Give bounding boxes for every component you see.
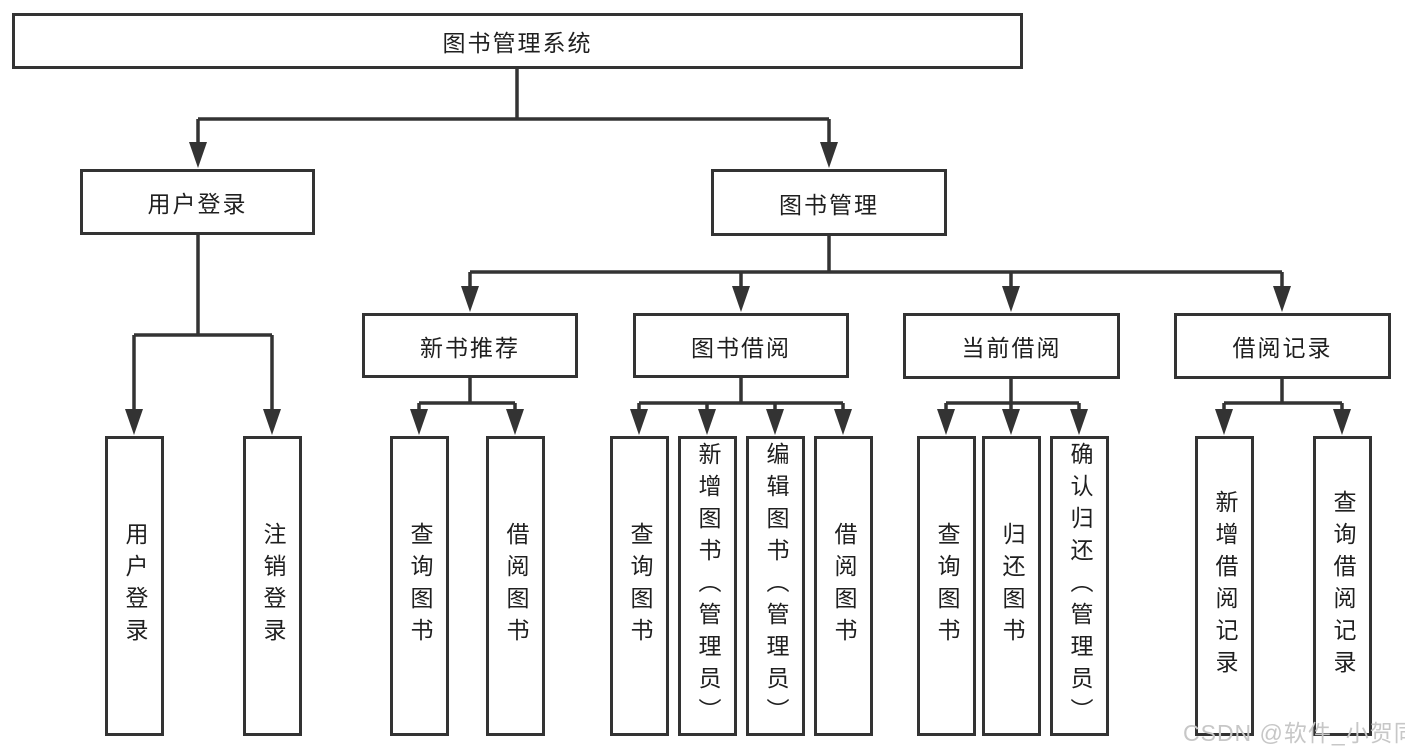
node-current-borrowing-label: 当前借阅 bbox=[961, 335, 1062, 361]
leaf-current-confirm-return-admin: 确认归还（管理员） bbox=[1050, 436, 1109, 736]
leaf-logout-label: 注销登录 bbox=[260, 522, 286, 650]
leaf-borrowing-edit-books-admin-label: 编辑图书（管理员） bbox=[763, 442, 789, 730]
leaf-logout: 注销登录 bbox=[243, 436, 302, 736]
node-library-system: 图书管理系统 bbox=[12, 13, 1023, 69]
leaf-records-query-borrow-record: 查询借阅记录 bbox=[1313, 436, 1372, 736]
csdn-watermark: CSDN @软件_小贺同学 bbox=[1183, 720, 1405, 746]
leaf-current-return-books: 归还图书 bbox=[982, 436, 1041, 736]
leaf-recommend-borrow-books-label: 借阅图书 bbox=[503, 522, 529, 650]
leaf-borrowing-add-books-admin-label: 新增图书（管理员） bbox=[695, 442, 721, 730]
node-new-book-recommendation: 新书推荐 bbox=[362, 313, 578, 378]
node-book-borrowing-label: 图书借阅 bbox=[691, 334, 791, 361]
leaf-records-add-borrow-record: 新增借阅记录 bbox=[1195, 436, 1254, 736]
leaf-borrowing-query-books-label: 查询图书 bbox=[627, 522, 653, 650]
leaf-current-query-books-label: 查询图书 bbox=[934, 522, 960, 650]
node-borrowing-records: 借阅记录 bbox=[1174, 313, 1391, 379]
connector-current-borrowing-to-leaves bbox=[944, 377, 1081, 413]
leaf-records-add-borrow-record-label: 新增借阅记录 bbox=[1212, 490, 1238, 682]
node-library-system-label: 图书管理系统 bbox=[442, 30, 593, 56]
leaf-records-query-borrow-record-label: 查询借阅记录 bbox=[1330, 490, 1356, 682]
leaf-borrowing-edit-books-admin: 编辑图书（管理员） bbox=[746, 436, 805, 736]
connector-new-book-recommendation-to-leaves bbox=[417, 377, 517, 413]
leaf-borrowing-query-books: 查询图书 bbox=[610, 436, 669, 736]
node-borrowing-records-label: 借阅记录 bbox=[1232, 335, 1333, 361]
leaf-borrowing-borrow-books: 借阅图书 bbox=[814, 436, 873, 736]
node-book-management: 图书管理 bbox=[711, 169, 947, 236]
leaf-current-confirm-return-admin-label: 确认归还（管理员） bbox=[1067, 442, 1093, 730]
leaf-current-return-books-label: 归还图书 bbox=[999, 522, 1025, 650]
leaf-user-login: 用户登录 bbox=[105, 436, 164, 736]
node-user-login: 用户登录 bbox=[80, 169, 315, 235]
node-new-book-recommendation-label: 新书推荐 bbox=[420, 334, 520, 361]
leaf-current-query-books: 查询图书 bbox=[917, 436, 976, 736]
node-book-management-label: 图书管理 bbox=[779, 191, 879, 218]
leaf-user-login-label: 用户登录 bbox=[122, 522, 148, 650]
node-current-borrowing: 当前借阅 bbox=[903, 313, 1120, 379]
connector-user-login-to-leaves bbox=[132, 234, 274, 413]
leaf-recommend-query-books: 查询图书 bbox=[390, 436, 449, 736]
arrowhead-icons bbox=[125, 142, 1351, 435]
leaf-recommend-query-books-label: 查询图书 bbox=[407, 522, 433, 650]
connector-borrowing-records-to-leaves bbox=[1222, 377, 1344, 413]
node-user-login-label: 用户登录 bbox=[147, 191, 248, 217]
node-book-borrowing: 图书借阅 bbox=[633, 313, 849, 378]
connector-root-to-level2 bbox=[196, 68, 831, 145]
leaf-recommend-borrow-books: 借阅图书 bbox=[486, 436, 545, 736]
connector-book-borrowing-to-leaves bbox=[637, 377, 845, 413]
leaf-borrowing-add-books-admin: 新增图书（管理员） bbox=[678, 436, 737, 736]
leaf-borrowing-borrow-books-label: 借阅图书 bbox=[831, 522, 857, 650]
connector-book-management-to-level3 bbox=[468, 235, 1284, 290]
